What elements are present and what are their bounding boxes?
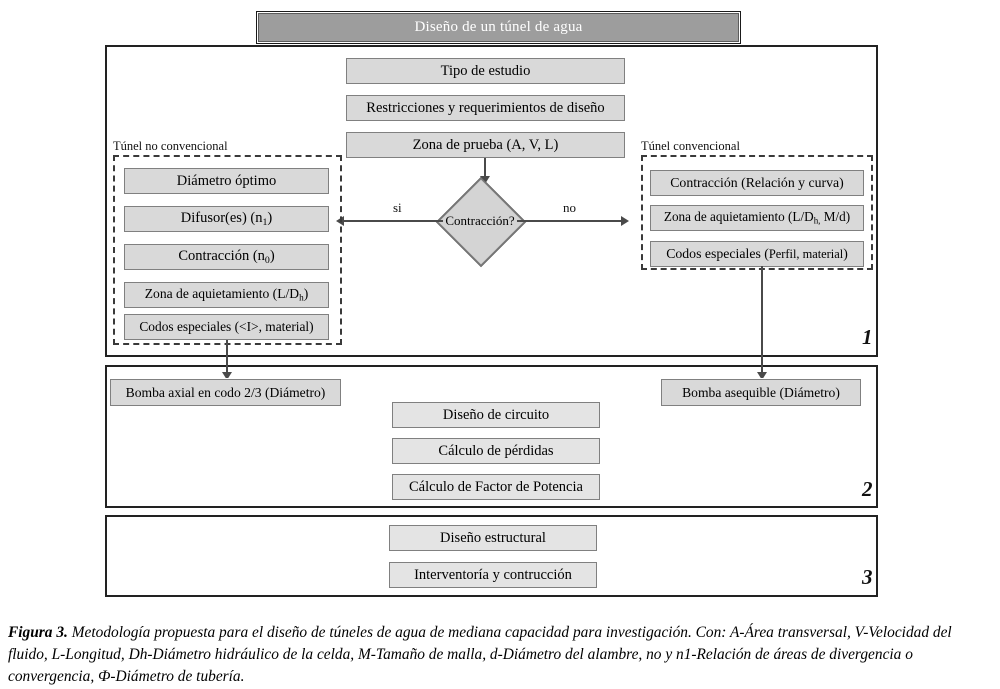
step-label: Tipo de estudio — [440, 62, 531, 79]
connector-decision-no — [517, 220, 622, 222]
step-calculo-de-perdidas[interactable]: Cálculo de pérdidas — [391, 437, 601, 465]
left-item-zona-aquietamiento[interactable]: Zona de aquietamiento (L/Dh) — [123, 281, 330, 309]
arrow-into-right-pump — [757, 372, 767, 380]
section-3-frame — [105, 515, 878, 597]
step-label: Cálculo de pérdidas — [438, 442, 554, 459]
pump-label: Bomba axial en codo 2/3 (Diámetro) — [125, 384, 326, 400]
connector-left-group-to-pump — [226, 340, 228, 377]
right-item-label: Codos especiales (Perfil, material) — [666, 246, 848, 262]
section-1-frame — [105, 45, 878, 357]
step-label: Zona de prueba (A, V, L) — [412, 136, 559, 153]
step-diseno-estructural[interactable]: Diseño estructural — [388, 524, 598, 552]
figure-caption-label: Figura 3. — [8, 624, 68, 641]
step-label: Diseño de circuito — [442, 406, 550, 423]
pump-label: Bomba asequible (Diámetro) — [682, 384, 840, 400]
left-item-difusor[interactable]: Difusor(es) (n1) — [123, 205, 330, 233]
step-calculo-factor-potencia[interactable]: Cálculo de Factor de Potencia — [391, 473, 601, 501]
right-item-contraccion[interactable]: Contracción (Relación y curva) — [649, 169, 865, 197]
left-item-label: Zona de aquietamiento (L/Dh) — [144, 286, 309, 303]
decision-label: Contracción? — [445, 213, 515, 228]
decision-contraccion[interactable]: Contracción? — [437, 178, 525, 266]
right-item-zona-aquietamiento[interactable]: Zona de aquietamiento (L/Dh, M/d) — [649, 204, 865, 232]
connector-zona-to-diamond — [484, 158, 486, 182]
diagram-title-text: Diseño de un túnel de agua — [414, 19, 583, 35]
step-label: Interventoría y contrucción — [414, 566, 572, 583]
arrow-into-diamond — [480, 176, 490, 184]
pump-right-bomba-asequible[interactable]: Bomba asequible (Diámetro) — [660, 378, 862, 407]
section-3-number: 3 — [862, 565, 873, 589]
step-restricciones[interactable]: Restricciones y requerimientos de diseño — [345, 94, 626, 122]
connector-decision-yes — [343, 220, 443, 222]
section-2-number: 2 — [862, 477, 873, 501]
left-item-diametro-optimo[interactable]: Diámetro óptimo — [123, 167, 330, 195]
step-tipo-de-estudio[interactable]: Tipo de estudio — [345, 57, 626, 85]
step-zona-de-prueba[interactable]: Zona de prueba (A, V, L) — [345, 131, 626, 159]
right-item-label: Zona de aquietamiento (L/Dh, M/d) — [663, 209, 851, 226]
left-item-label: Difusor(es) (n1) — [180, 209, 273, 228]
left-item-label: Codos especiales (<I>, material) — [139, 319, 314, 335]
right-group-dashed-box — [641, 155, 873, 270]
figure-caption-text: Metodología propuesta para el diseño de … — [8, 624, 952, 685]
right-item-label: Contracción (Relación y curva) — [670, 175, 844, 191]
arrow-no — [621, 216, 629, 226]
step-diseno-de-circuito[interactable]: Diseño de circuito — [391, 401, 601, 429]
diagram-title-bar: Diseño de un túnel de agua — [257, 12, 740, 43]
left-group-label: Túnel no convencional — [113, 139, 228, 153]
section-1-number: 1 — [862, 325, 873, 349]
figure-caption: Figura 3. Metodología propuesta para el … — [8, 622, 992, 688]
right-item-codos-especiales[interactable]: Codos especiales (Perfil, material) — [649, 240, 865, 268]
step-interventoria-construccion[interactable]: Interventoría y contrucción — [388, 561, 598, 589]
pump-left-bomba-axial[interactable]: Bomba axial en codo 2/3 (Diámetro) — [109, 378, 342, 407]
left-item-label: Contracción (n0) — [178, 247, 275, 266]
step-label: Restricciones y requerimientos de diseño — [366, 99, 605, 116]
left-item-label: Diámetro óptimo — [176, 172, 277, 189]
right-group-label: Túnel convencional — [641, 139, 740, 153]
section-2-frame — [105, 365, 878, 508]
left-item-contraccion[interactable]: Contracción (n0) — [123, 243, 330, 271]
step-label: Diseño estructural — [440, 529, 546, 546]
step-label: Cálculo de Factor de Potencia — [409, 478, 583, 495]
left-item-codos-especiales[interactable]: Codos especiales (<I>, material) — [123, 313, 330, 341]
edge-label-no: no — [563, 200, 576, 215]
connector-right-group-to-pump — [761, 266, 763, 377]
edge-label-yes: si — [393, 200, 402, 215]
arrow-into-left-pump — [222, 372, 232, 380]
